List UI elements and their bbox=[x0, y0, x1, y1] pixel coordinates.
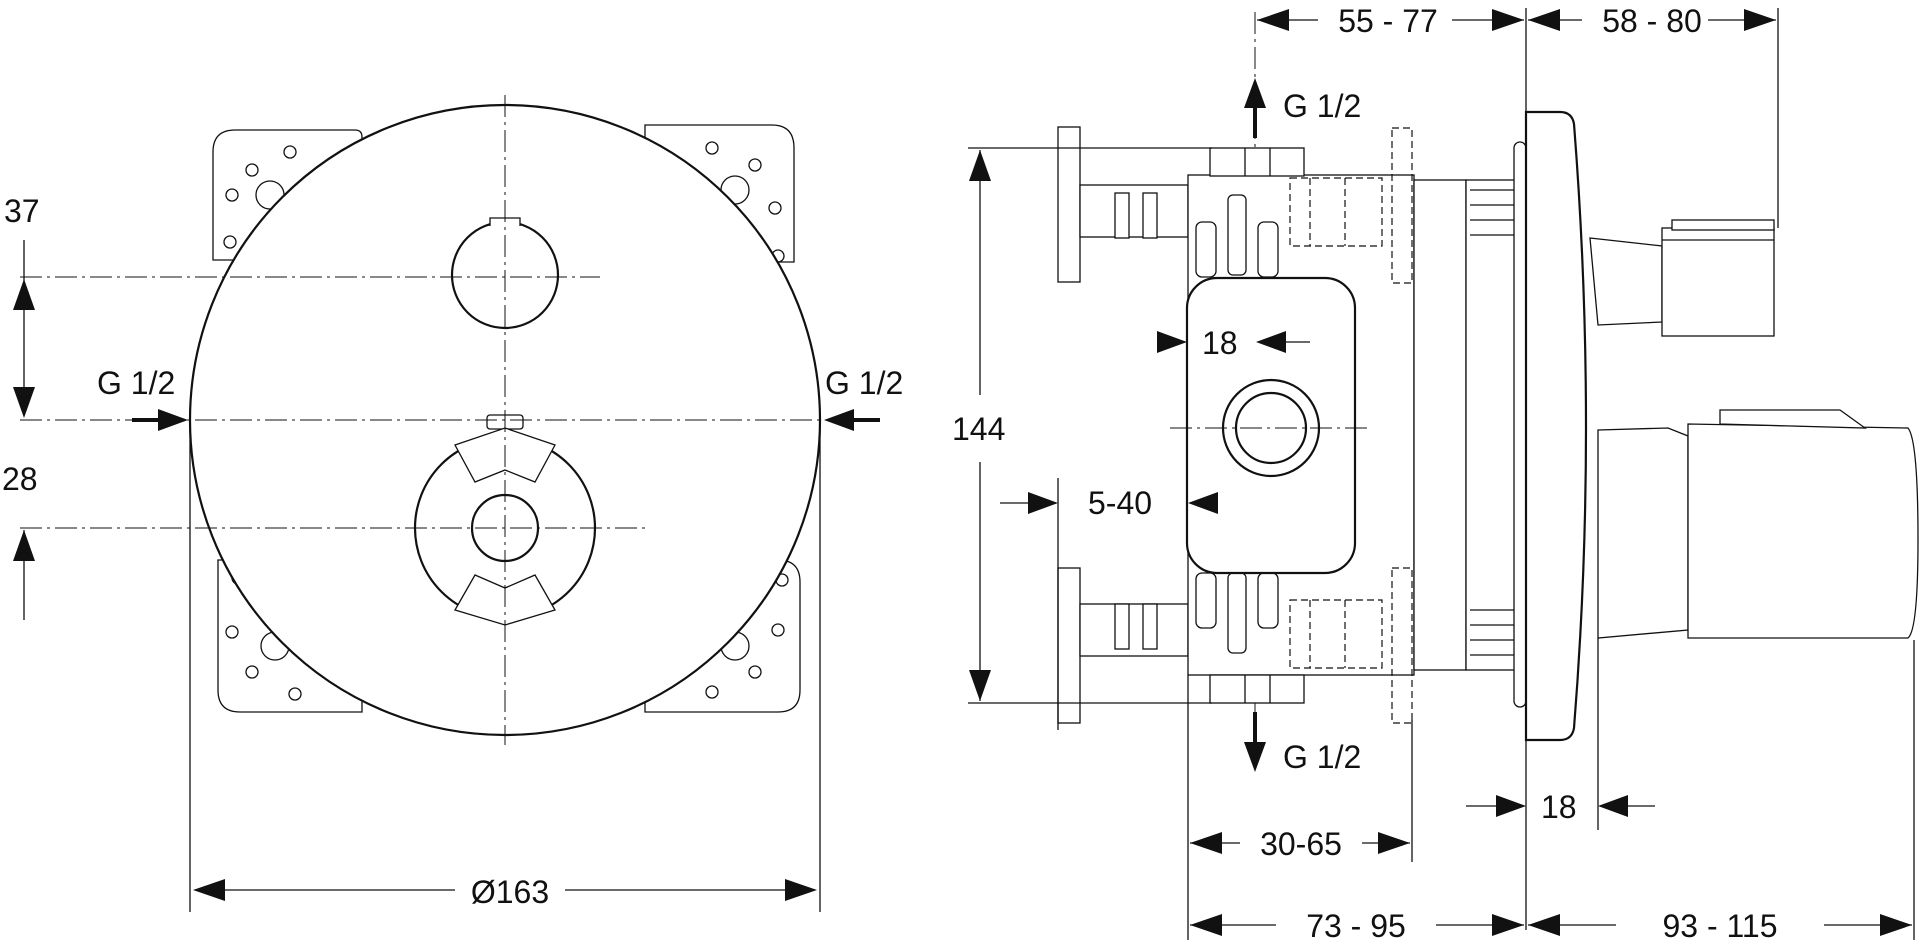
dim-5-40-label: 5-40 bbox=[1088, 485, 1152, 521]
thread-lines bbox=[1470, 189, 1514, 656]
dim-18-body-label: 18 bbox=[1202, 325, 1238, 361]
dim-144-label: 144 bbox=[952, 411, 1005, 447]
side-view: G 1/2 G 1/2 144 18 5-40 55 - 77 bbox=[952, 3, 1919, 944]
dim-30-65-label: 30-65 bbox=[1260, 826, 1342, 862]
dim-73-95-label: 73 - 95 bbox=[1306, 908, 1406, 944]
dim-37-label: 37 bbox=[4, 193, 40, 229]
dim-28-label: 28 bbox=[2, 461, 38, 497]
thermostat-handle-side bbox=[1597, 409, 1919, 639]
dim-93-115-label: 93 - 115 bbox=[1662, 908, 1777, 944]
wall-plate-bottom bbox=[1057, 567, 1081, 724]
diverter-knob-side bbox=[1589, 219, 1775, 337]
outlet-top-label: G 1/2 bbox=[1283, 88, 1361, 124]
diameter-label: Ø163 bbox=[471, 874, 549, 910]
inlet-left-label: G 1/2 bbox=[97, 365, 175, 401]
front-view: Ø163 37 28 G 1/2 G 1/2 bbox=[2, 95, 903, 912]
dim-55-77-label: 55 - 77 bbox=[1338, 3, 1438, 39]
dim-58-80-label: 58 - 80 bbox=[1602, 3, 1702, 39]
dim-18-rosette-label: 18 bbox=[1541, 789, 1577, 825]
rosette-profile bbox=[1524, 110, 1588, 742]
outlet-bottom-label: G 1/2 bbox=[1283, 739, 1361, 775]
inlet-right-label: G 1/2 bbox=[825, 365, 903, 401]
wall-plate-top bbox=[1057, 126, 1081, 283]
